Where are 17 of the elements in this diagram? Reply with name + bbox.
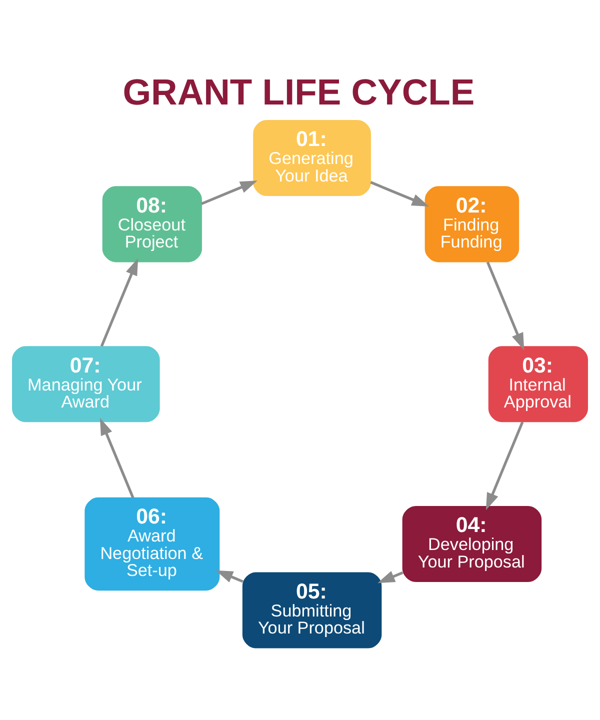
node-box: 04: Developing Your Proposal [402, 506, 542, 582]
diagram-title: GRANT LIFE CYCLE [122, 72, 475, 113]
node-box: 07: Managing Your Award [12, 346, 160, 422]
arrow [370, 181, 430, 206]
arrow [100, 258, 138, 347]
arrow [486, 421, 524, 510]
arrow [100, 418, 134, 498]
node-box: 02: Finding Funding [424, 186, 520, 262]
arrow [216, 570, 244, 583]
node-box: 06: Award Negotiation & Set-up [84, 497, 220, 591]
arrow [200, 180, 258, 206]
node-box: 08: Closeout Project [102, 186, 202, 262]
arrow [486, 262, 524, 350]
node-box: 03: Internal Approval [488, 346, 588, 422]
node-box: 01: Generating Your Idea [253, 120, 371, 196]
arrow [378, 570, 404, 584]
node-box: 05: Submitting Your Proposal [242, 572, 382, 648]
